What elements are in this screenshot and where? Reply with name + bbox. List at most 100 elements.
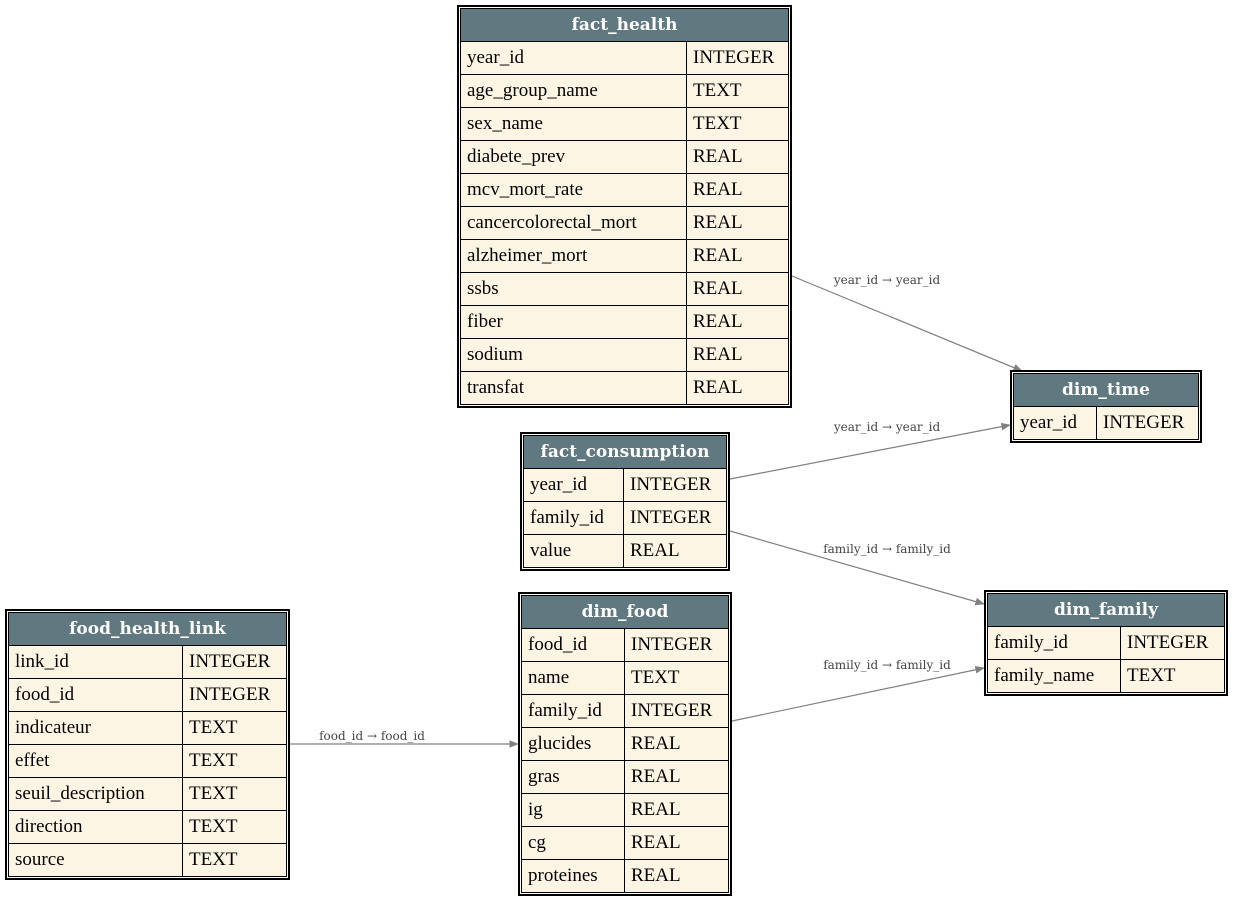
column-name: year_id xyxy=(523,468,624,502)
edge-label: family_id → family_id xyxy=(823,542,951,556)
column-type: TEXT xyxy=(686,107,789,141)
column-type: REAL xyxy=(686,371,789,405)
edge-label: family_id → family_id xyxy=(823,658,951,672)
column-name: link_id xyxy=(8,645,183,679)
table-title: dim_family xyxy=(987,593,1225,627)
column-name: family_id xyxy=(987,626,1121,660)
column-type: INTEGER xyxy=(182,678,287,712)
edge-fact-consumption-to-dim-family xyxy=(729,530,985,606)
table-title: dim_food xyxy=(521,595,729,629)
column-type: REAL xyxy=(686,173,789,207)
edge-label: food_id → food_id xyxy=(319,729,425,743)
edge-label: year_id → year_id xyxy=(833,420,941,434)
column-name: sodium xyxy=(460,338,687,372)
table-title: food_health_link xyxy=(8,612,287,646)
column-type: TEXT xyxy=(182,843,287,877)
column-type: REAL xyxy=(686,140,789,174)
table-title: fact_consumption xyxy=(523,435,727,469)
column-name: year_id xyxy=(460,41,687,75)
column-name: cg xyxy=(521,826,625,860)
column-type: INTEGER xyxy=(686,41,789,75)
column-type: TEXT xyxy=(1120,659,1225,693)
column-name: indicateur xyxy=(8,711,183,745)
column-name: mcv_mort_rate xyxy=(460,173,687,207)
column-name: alzheimer_mort xyxy=(460,239,687,273)
column-name: gras xyxy=(521,760,625,794)
column-type: INTEGER xyxy=(1096,406,1199,440)
column-type: TEXT xyxy=(182,711,287,745)
edge-dim-food-to-dim-family xyxy=(731,666,985,722)
column-name: family_name xyxy=(987,659,1121,693)
column-name: food_id xyxy=(8,678,183,712)
column-type: REAL xyxy=(623,534,727,568)
edge-label: year_id → year_id xyxy=(833,273,941,287)
column-name: year_id xyxy=(1013,406,1097,440)
column-name: value xyxy=(523,534,624,568)
column-type: INTEGER xyxy=(624,694,729,728)
column-name: fiber xyxy=(460,305,687,339)
table-title: dim_time xyxy=(1013,373,1199,407)
column-type: TEXT xyxy=(182,744,287,778)
edge-fact-consumption-to-dim-time xyxy=(729,422,1011,480)
column-name: family_id xyxy=(521,694,625,728)
column-type: INTEGER xyxy=(623,468,727,502)
column-type: TEXT xyxy=(686,74,789,108)
column-type: REAL xyxy=(624,727,729,761)
column-name: proteines xyxy=(521,859,625,893)
column-type: TEXT xyxy=(182,777,287,811)
column-type: TEXT xyxy=(624,661,729,695)
column-type: REAL xyxy=(624,793,729,827)
column-type: INTEGER xyxy=(623,501,727,535)
column-name: food_id xyxy=(521,628,625,662)
column-type: REAL xyxy=(686,272,789,306)
column-name: diabete_prev xyxy=(460,140,687,174)
column-type: REAL xyxy=(624,760,729,794)
column-type: TEXT xyxy=(182,810,287,844)
column-name: source xyxy=(8,843,183,877)
column-name: cancercolorectal_mort xyxy=(460,206,687,240)
table-title: fact_health xyxy=(460,8,789,42)
column-type: REAL xyxy=(686,338,789,372)
column-type: INTEGER xyxy=(624,628,729,662)
column-type: REAL xyxy=(686,305,789,339)
column-name: transfat xyxy=(460,371,687,405)
column-type: INTEGER xyxy=(182,645,287,679)
column-type: REAL xyxy=(686,206,789,240)
column-name: age_group_name xyxy=(460,74,687,108)
column-name: ig xyxy=(521,793,625,827)
column-name: effet xyxy=(8,744,183,778)
column-type: REAL xyxy=(686,239,789,273)
